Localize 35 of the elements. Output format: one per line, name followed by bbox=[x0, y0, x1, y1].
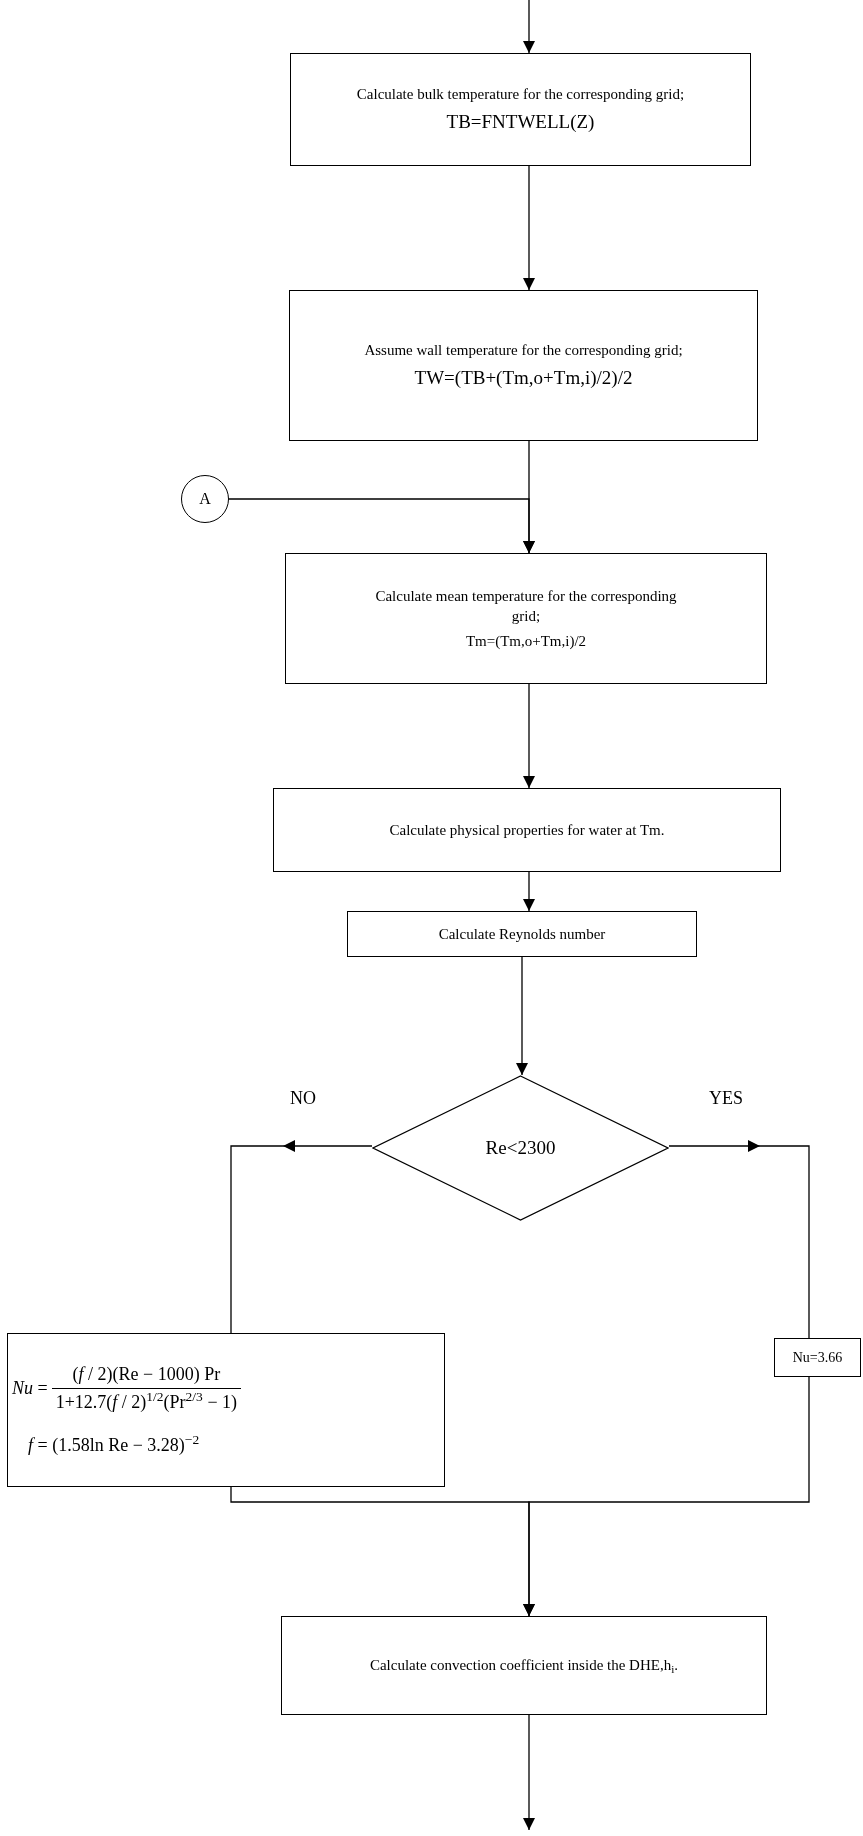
step-text: Assume wall temperature for the corresponding grid; bbox=[364, 341, 683, 361]
equation-text: TW=(TB+(Tm,o+Tm,i)/2)/2 bbox=[414, 365, 633, 390]
formula-text: Nu = bbox=[12, 1377, 48, 1400]
process-box bbox=[289, 290, 758, 441]
process-box bbox=[347, 911, 697, 957]
arrow bbox=[523, 871, 535, 912]
step-text: A bbox=[199, 489, 211, 509]
equation-text: Tm=(Tm,o+Tm,i)/2 bbox=[465, 631, 587, 651]
step-text: Calculate physical properties for water at Tm. bbox=[389, 820, 665, 840]
step-text: Calculate bulk temperature for the corresponding grid; bbox=[356, 85, 685, 105]
process-box bbox=[290, 53, 751, 166]
arrow bbox=[523, 0, 535, 54]
arrow bbox=[668, 1140, 810, 1339]
formula-box bbox=[7, 1333, 445, 1487]
arrow bbox=[228, 498, 535, 554]
numerator-text: (f / 2)(Re − 1000) Pr bbox=[71, 1363, 222, 1386]
arrow bbox=[230, 1140, 373, 1334]
arrow bbox=[523, 1376, 810, 1617]
process-box bbox=[285, 553, 767, 684]
equation-text: TB=FNTWELL(Z) bbox=[446, 109, 595, 134]
decision-diamond bbox=[372, 1075, 669, 1221]
arrow bbox=[523, 683, 535, 789]
condition-text: Re<2300 bbox=[485, 1135, 556, 1160]
arrow bbox=[523, 165, 535, 291]
process-box bbox=[281, 1616, 767, 1715]
arrow bbox=[516, 956, 528, 1076]
arrow bbox=[523, 1714, 535, 1831]
process-box bbox=[273, 788, 781, 872]
step-text: Nu=3.66 bbox=[792, 1348, 843, 1367]
formula-text: f = (1.58ln Re − 3.28)$^{−2}$ bbox=[27, 1432, 201, 1457]
step-text: Calculate convection coefficient inside the DHE,h$_{i}$. bbox=[369, 1656, 679, 1676]
process-box bbox=[774, 1338, 861, 1377]
step-text: Calculate mean temperature for the corresponding grid; bbox=[374, 586, 678, 627]
step-text: Calculate Reynolds number bbox=[438, 924, 606, 944]
denominator-text: 1+12.7(f / 2)$^{1/2}$(Pr$^{2/3}$ − 1) bbox=[54, 1389, 239, 1414]
